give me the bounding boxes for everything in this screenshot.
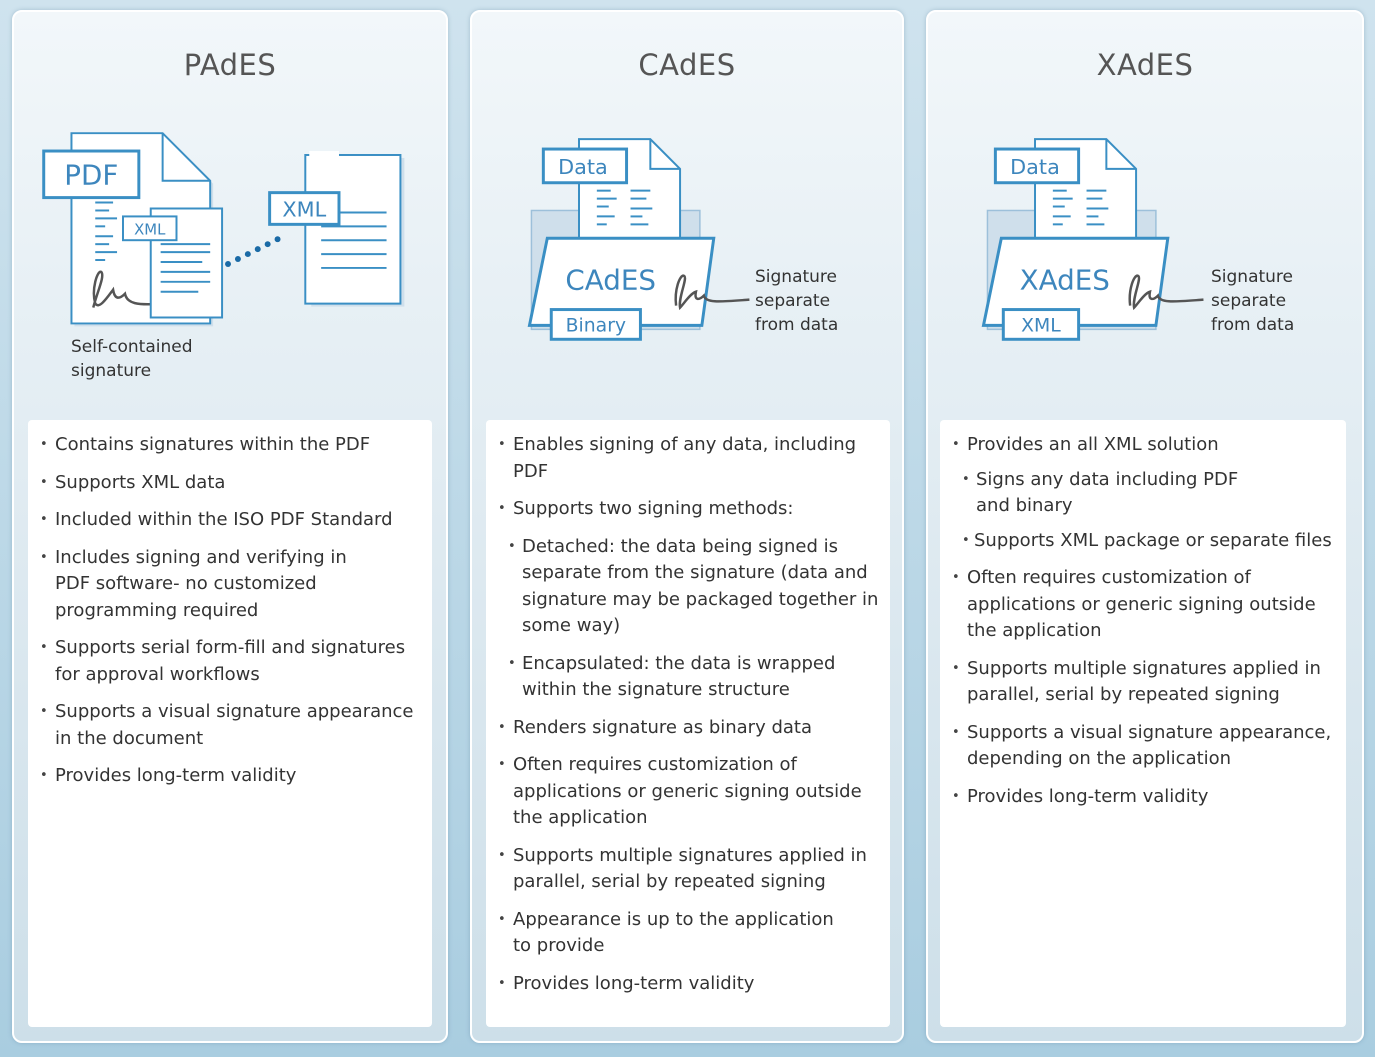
list-item: Detached: the data being signed is separ…	[486, 534, 890, 640]
list-item: Supports a visual signature appearance, …	[940, 720, 1346, 773]
list-item: Supports multiple signatures applied in …	[486, 843, 890, 896]
pades-caption-line1: Self-contained	[71, 337, 193, 357]
xml-small-label: XML	[134, 220, 166, 238]
xades-features-list: Provides an all XML solution Signs any d…	[940, 420, 1346, 810]
cades-envelope-label: CAdES	[565, 264, 656, 297]
cades-panel: CAdES Data CAdES Binary Signature s	[470, 10, 904, 1043]
cades-features-card: Enables signing of any data, including P…	[486, 420, 890, 1027]
list-item: Contains signatures within the PDF	[28, 432, 432, 459]
pades-caption: Self-contained signature	[71, 335, 193, 383]
list-item: Included within the ISO PDF Standard	[28, 507, 432, 534]
list-item: Often requires customization of applicat…	[940, 565, 1346, 645]
list-item: Signs any data including PDF and binary	[940, 467, 1346, 520]
list-item: Supports a visual signature appearance i…	[28, 699, 432, 752]
list-item: Renders signature as binary data	[486, 715, 890, 742]
binary-label: Binary	[566, 315, 626, 336]
list-item: Provides long-term validity	[486, 971, 890, 998]
cades-caption: Signature separate from data	[755, 265, 838, 337]
list-item: Often requires customization of applicat…	[486, 752, 890, 832]
cades-caption-line1: Signature	[755, 267, 838, 287]
xades-caption-line3: from data	[1211, 315, 1295, 335]
external-xml-document-icon: XML	[268, 151, 405, 307]
xml-ext-label: XML	[282, 197, 326, 221]
pades-illustration: PDF XML	[42, 132, 405, 327]
data-label: Data	[558, 155, 608, 179]
cades-envelope-icon: CAdES Binary	[527, 236, 750, 341]
list-item: Supports multiple signatures applied in …	[940, 656, 1346, 709]
list-item: Provides long-term validity	[28, 763, 432, 790]
xades-features-card: Provides an all XML solution Signs any d…	[940, 420, 1346, 1027]
xades-panel: XAdES Data XAdES XML Signature sepa	[926, 10, 1364, 1043]
xades-caption: Signature separate from data	[1211, 265, 1294, 337]
list-item: Encapsulated: the data is wrapped within…	[486, 651, 890, 704]
list-item: Supports serial form-fill and signatures…	[28, 635, 432, 688]
cades-title: CAdES	[638, 48, 736, 82]
list-item: Appearance is up to the application to p…	[486, 907, 890, 960]
list-item: Provides an all XML solution	[940, 432, 1346, 459]
list-item: Enables signing of any data, including P…	[486, 432, 890, 485]
cades-caption-line3: from data	[755, 315, 839, 335]
cades-illustration: Data CAdES Binary	[527, 138, 750, 341]
pdf-label: PDF	[64, 159, 118, 192]
xades-caption-line2: separate	[1211, 291, 1287, 311]
list-item: Provides long-term validity	[940, 784, 1346, 811]
xades-illustration: Data XAdES XML	[981, 138, 1204, 341]
data-label: Data	[1010, 155, 1060, 179]
xades-title: XAdES	[1096, 48, 1194, 82]
xades-caption-line1: Signature	[1211, 267, 1294, 287]
embedded-xml-document-icon: XML	[122, 207, 224, 319]
pades-features-list: Contains signatures within the PDF Suppo…	[28, 420, 432, 790]
pades-title: PAdES	[183, 48, 277, 82]
list-item: Includes signing and verifying in PDF so…	[28, 545, 432, 625]
cades-features-list: Enables signing of any data, including P…	[486, 420, 890, 997]
xades-envelope-label: XAdES	[1020, 264, 1110, 297]
list-item: Supports XML data	[28, 470, 432, 497]
list-item: Supports XML package or separate files	[940, 528, 1346, 555]
xades-envelope-icon: XAdES XML	[981, 236, 1204, 341]
cades-caption-line2: separate	[755, 291, 831, 311]
dotted-connector	[225, 236, 281, 267]
pades-caption-line2: signature	[71, 361, 152, 381]
pades-panel: PAdES PDF XML	[12, 10, 448, 1043]
xml-label: XML	[1021, 315, 1061, 336]
list-item: Supports two signing methods:	[486, 496, 890, 523]
pades-features-card: Contains signatures within the PDF Suppo…	[28, 420, 432, 1027]
